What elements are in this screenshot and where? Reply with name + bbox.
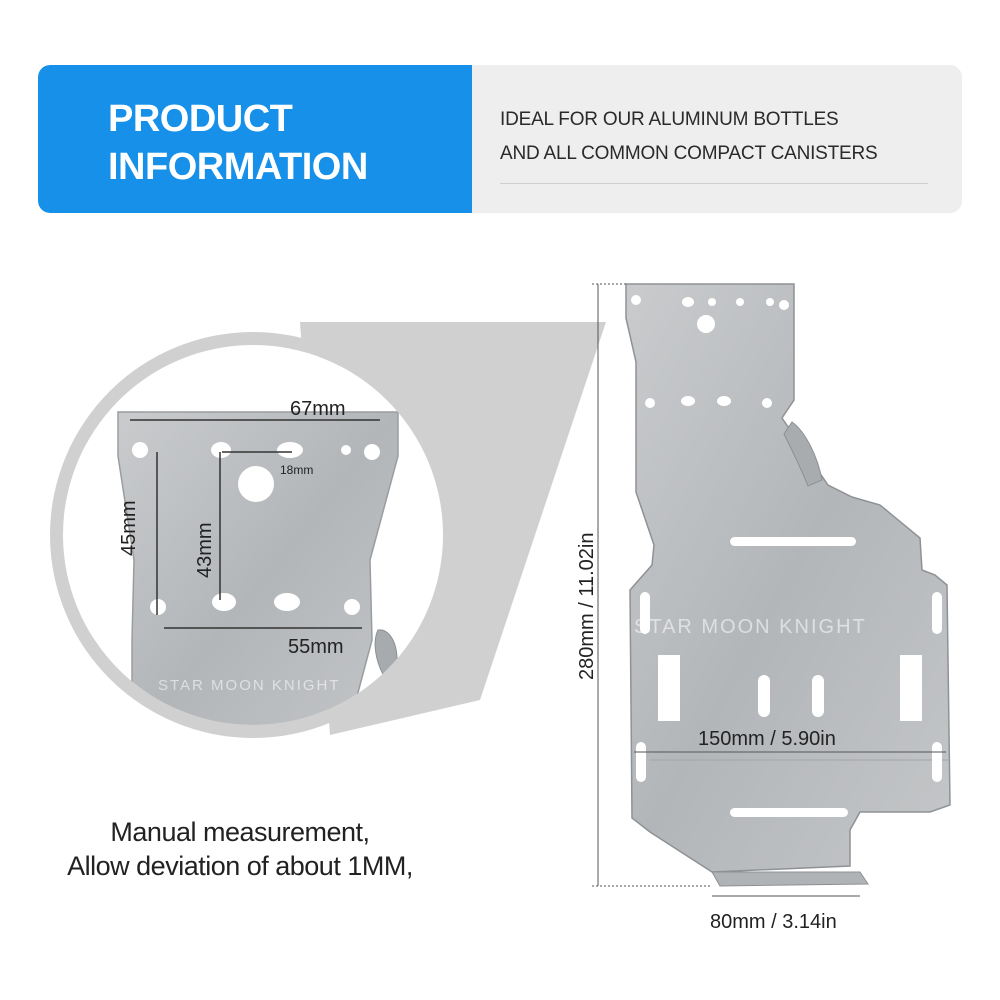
product-watermark: STAR MOON KNIGHT [634, 616, 867, 638]
banner-desc-line1: IDEAL FOR OUR ALUMINUM BOTTLES [500, 109, 839, 130]
banner-description: IDEAL FOR OUR ALUMINUM BOTTLES AND ALL C… [500, 103, 878, 171]
dim-label-67mm: 67mm [290, 398, 346, 420]
measurement-note: Manual measurement, Allow deviation of a… [40, 815, 440, 883]
product-dimension-lines [592, 283, 946, 897]
banner-divider [500, 183, 928, 184]
banner-title-line1: PRODUCT [108, 98, 293, 140]
banner-title-line2: INFORMATION [108, 146, 368, 188]
dim-label-45mm: 45mm [118, 500, 140, 556]
zoom-watermark: STAR MOON KNIGHT [158, 677, 341, 694]
zoom-plate-detail [117, 411, 399, 725]
note-line2: Allow deviation of about 1MM, [67, 851, 413, 881]
dim-label-base: 80mm / 3.14in [710, 911, 837, 933]
info-banner: PRODUCT INFORMATION IDEAL FOR OUR ALUMIN… [38, 65, 962, 213]
dim-label-height: 280mm / 11.02in [576, 532, 598, 681]
banner-desc-line2: AND ALL COMMON COMPACT CANISTERS [500, 143, 878, 164]
note-line1: Manual measurement, [110, 817, 370, 847]
dim-label-width: 150mm / 5.90in [698, 728, 836, 750]
dim-label-43mm: 43mm [194, 522, 216, 578]
dim-label-18mm: 18mm [280, 463, 314, 477]
banner-title-panel: PRODUCT INFORMATION [38, 65, 472, 213]
banner-title: PRODUCT INFORMATION [108, 95, 368, 191]
product-plate [625, 283, 951, 887]
dim-label-55mm: 55mm [288, 636, 344, 658]
